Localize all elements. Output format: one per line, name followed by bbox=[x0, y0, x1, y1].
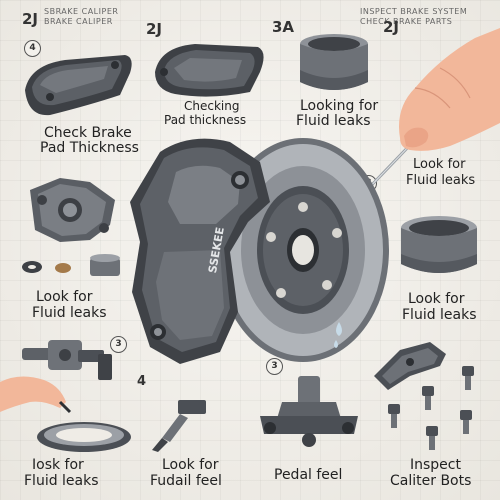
caliper-bolt-icon bbox=[422, 386, 434, 410]
step-number: 4 bbox=[137, 374, 147, 389]
label-check-brake-pad-thickness-line1: Check Brake bbox=[44, 125, 132, 141]
seal-kit-illustration bbox=[22, 254, 120, 276]
label-look-for-fluid-leaks-right2-line1: Look for bbox=[408, 291, 465, 307]
header-title-left: SBRAKE CALIPER bbox=[44, 7, 119, 16]
fluid-drop-icon bbox=[334, 322, 342, 348]
header-title-left-sub: BRAKE CALIPER bbox=[44, 17, 113, 26]
caliper-bolt-icon bbox=[462, 366, 474, 390]
step-number: 2J bbox=[383, 18, 400, 36]
label-look-for-fluid-leaks-bottom-line2: Fluid leaks bbox=[24, 473, 99, 489]
bleeder-valve-illustration bbox=[22, 340, 112, 380]
label-look-for-fudail-feel-line1: Look for bbox=[162, 457, 219, 473]
brake-line-fitting-illustration bbox=[152, 400, 206, 452]
caliper-bracket-illustration bbox=[374, 342, 446, 390]
label-looking-for-fluid-leaks-line1: Looking for bbox=[300, 98, 379, 114]
label-checking-pad-thickness-line2: Pad thickness bbox=[164, 113, 247, 127]
step-number: 4 bbox=[24, 40, 41, 57]
brake-caliper-illustration bbox=[130, 138, 270, 364]
label-look-for-fluid-leaks-left-line2: Fluid leaks bbox=[32, 305, 107, 321]
label-inspect-caliper-bolts-line1: Inspect bbox=[410, 457, 461, 473]
step-number: 2J bbox=[146, 20, 163, 38]
label-checking-pad-thickness-line1: Checking bbox=[184, 99, 240, 113]
label-check-brake-pad-thickness-line2: Pad Thickness bbox=[40, 140, 139, 156]
step-number: 3 bbox=[110, 336, 127, 353]
caliper-piston-illustration bbox=[300, 34, 368, 90]
label-look-for-fluid-leaks-right-line1: Look for bbox=[413, 157, 466, 172]
caliper-bolt-icon bbox=[460, 410, 472, 434]
label-look-for-fluid-leaks-bottom-line1: Iosk for bbox=[32, 457, 84, 473]
header-title-right: INSPECT BRAKE SYSTEM bbox=[360, 7, 468, 16]
header-title-right-sub: CHECK BRAKE PARTS bbox=[360, 17, 453, 26]
label-looking-for-fluid-leaks-line2: Fluid leaks bbox=[296, 113, 371, 129]
brake-pad-right-illustration bbox=[155, 44, 264, 97]
label-look-for-fluid-leaks-right-line2: Fluid leaks bbox=[406, 173, 476, 188]
step-number: 3A bbox=[272, 18, 295, 36]
label-pedal-feel: Pedal feel bbox=[274, 467, 343, 483]
small-caliper-illustration bbox=[30, 178, 115, 242]
caliper-bolt-icon bbox=[388, 404, 400, 428]
piston-ring-illustration bbox=[401, 216, 477, 273]
hand-bottom-left-illustration bbox=[0, 376, 72, 414]
seal-ring-illustration bbox=[37, 422, 131, 452]
pedal-assembly-illustration bbox=[260, 376, 358, 447]
step-number: 3 bbox=[266, 358, 283, 375]
label-look-for-fudail-feel-line2: Fudail feel bbox=[150, 473, 222, 489]
step-number: 2J bbox=[22, 10, 39, 28]
caliper-bolt-icon bbox=[426, 426, 438, 450]
label-look-for-fluid-leaks-left-line1: Look for bbox=[36, 289, 93, 305]
label-look-for-fluid-leaks-right2-line2: Fluid leaks bbox=[402, 307, 477, 323]
brake-pad-left-illustration bbox=[25, 55, 132, 116]
label-inspect-caliper-bolts-line2: Caliter Bots bbox=[390, 473, 472, 489]
